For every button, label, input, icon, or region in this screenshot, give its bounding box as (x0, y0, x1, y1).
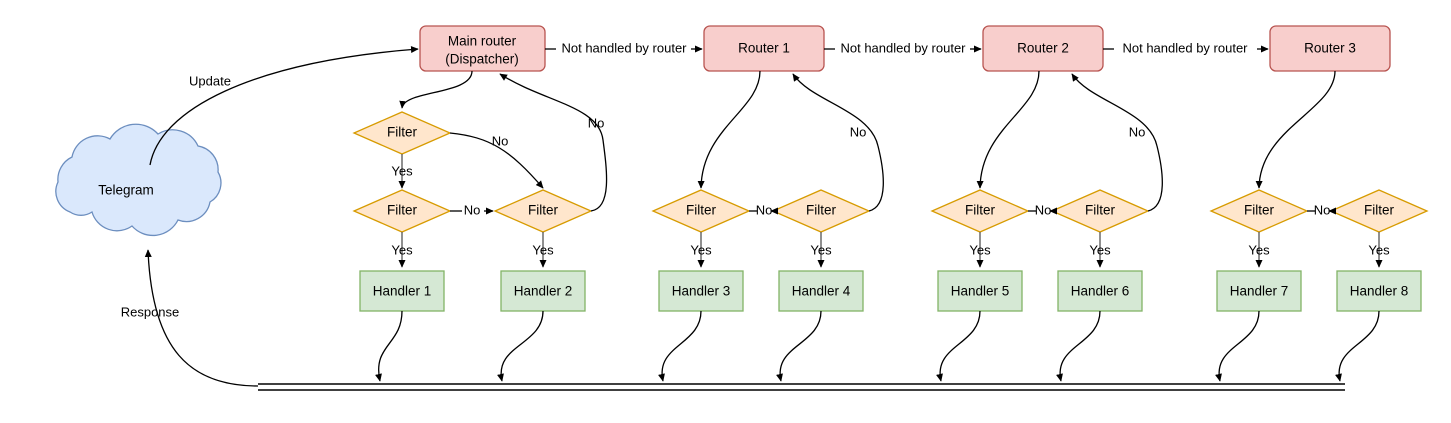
edge-label-no-d-top: No (492, 133, 509, 148)
handler-node-8[interactable]: Handler 8 (1336, 270, 1422, 312)
filter-node-r2-2[interactable]: Filter (1050, 189, 1150, 233)
edge-label-yes-h8: Yes (1368, 242, 1390, 257)
handler-node-5[interactable]: Handler 5 (937, 270, 1023, 312)
edge-update (149, 46, 419, 166)
handler-node-6[interactable]: Handler 6 (1057, 270, 1143, 312)
filter-label-r2-2: Filter (1085, 203, 1116, 218)
handler-label-7: Handler 7 (1230, 284, 1289, 299)
filter-label-d2: Filter (528, 203, 559, 218)
edge-label-yes-h7: Yes (1248, 242, 1270, 257)
edge-label-no-r2-back: No (1129, 124, 1146, 139)
filter-node-r1-1[interactable]: Filter (651, 189, 751, 233)
edge-label-not-handled-2: Not handled by router (840, 40, 966, 55)
edge-label-yes-h5: Yes (969, 242, 991, 257)
edge-label-update: Update (189, 73, 231, 88)
edge-handler6-to-bus (1056, 310, 1101, 382)
filter-node-r1-2[interactable]: Filter (771, 189, 871, 233)
router-box-3[interactable] (1269, 25, 1391, 72)
edge-router2-to-filter (976, 70, 1040, 189)
edge-r1-2-no-back (792, 73, 884, 212)
filter-node-d1[interactable]: Filter (352, 189, 452, 233)
handler-label-8: Handler 8 (1350, 284, 1409, 299)
router-label-3: Router 3 (1304, 41, 1356, 56)
edge-label-not-handled-1: Not handled by router (561, 40, 687, 55)
edge-label-yes-h4: Yes (810, 242, 832, 257)
edge-label-yes-h3: Yes (690, 242, 712, 257)
handler-box-6[interactable] (1057, 270, 1143, 312)
handler-label-5: Handler 5 (951, 284, 1010, 299)
handler-box-2[interactable] (500, 270, 586, 312)
handler-box-8[interactable] (1336, 270, 1422, 312)
handler-label-1: Handler 1 (373, 284, 432, 299)
router-node-1[interactable]: Router 1 (703, 25, 825, 72)
router-node-dispatcher[interactable]: Main router (Dispatcher) (419, 25, 546, 72)
edge-label-yes-top: Yes (391, 163, 413, 178)
edge-router1-to-filter (697, 70, 761, 189)
telegram-label: Telegram (98, 183, 154, 198)
handler-box-3[interactable] (658, 270, 744, 312)
filter-node-top[interactable]: Filter (352, 111, 452, 155)
edge-label-response: Response (121, 304, 180, 319)
edge-handler1-to-bus (375, 310, 403, 382)
edge-label-no-d-mid: No (464, 202, 481, 217)
handler-node-4[interactable]: Handler 4 (778, 270, 864, 312)
edge-d2-no-back-to-dispatcher (499, 73, 608, 212)
router-node-3[interactable]: Router 3 (1269, 25, 1391, 72)
filter-label-r3-2: Filter (1364, 203, 1395, 218)
handler-node-3[interactable]: Handler 3 (658, 270, 744, 312)
telegram-cloud-node: Telegram (55, 123, 222, 237)
router-label-dispatcher-line1: Main router (448, 34, 517, 49)
handler-node-1[interactable]: Handler 1 (359, 270, 445, 312)
edge-label-no-r2-mid: No (1035, 202, 1052, 217)
filter-node-r3-2[interactable]: Filter (1329, 189, 1429, 233)
edge-dispatcher-to-filter-top (399, 70, 473, 109)
router-label-dispatcher-line2: (Dispatcher) (445, 52, 519, 67)
filter-label-r1-2: Filter (806, 203, 837, 218)
edge-handler3-to-bus (658, 310, 702, 382)
edge-label-yes-h2: Yes (532, 242, 554, 257)
router-label-1: Router 1 (738, 41, 790, 56)
handler-label-4: Handler 4 (792, 284, 851, 299)
filter-label-r1-1: Filter (686, 203, 717, 218)
edge-handler4-to-bus (776, 310, 822, 382)
handler-node-7[interactable]: Handler 7 (1216, 270, 1302, 312)
edge-handler8-to-bus (1335, 310, 1380, 382)
filter-label-d1: Filter (387, 203, 418, 218)
edge-r2-2-no-back (1071, 73, 1163, 212)
edge-label-yes-h6: Yes (1089, 242, 1111, 257)
filter-label-top: Filter (387, 125, 418, 140)
router-node-2[interactable]: Router 2 (982, 25, 1104, 72)
edge-label-no-dispatch-back: No (588, 115, 605, 130)
edge-filter-top-no (449, 132, 544, 189)
router-label-2: Router 2 (1017, 41, 1069, 56)
handler-label-3: Handler 3 (672, 284, 731, 299)
filter-label-r3-1: Filter (1244, 203, 1275, 218)
handler-label-2: Handler 2 (514, 284, 573, 299)
edge-router3-to-filter (1255, 70, 1336, 189)
filter-node-r3-1[interactable]: Filter (1209, 189, 1309, 233)
edge-label-not-handled-3: Not handled by router (1122, 40, 1248, 55)
edge-label-no-r1-mid: No (756, 202, 773, 217)
edge-handler7-to-bus (1215, 310, 1260, 382)
handler-node-2[interactable]: Handler 2 (500, 270, 586, 312)
edge-label-yes-h1: Yes (391, 242, 413, 257)
edge-label-no-r3-mid: No (1314, 202, 1331, 217)
filter-label-r2-1: Filter (965, 203, 996, 218)
handler-label-6: Handler 6 (1071, 284, 1130, 299)
filter-node-d2[interactable]: Filter (493, 189, 593, 233)
filter-node-r2-1[interactable]: Filter (930, 189, 1030, 233)
handler-box-1[interactable] (359, 270, 445, 312)
edge-label-no-r1-back: No (850, 124, 867, 139)
cloud-shape (55, 123, 222, 237)
edge-handler5-to-bus (936, 310, 981, 382)
edge-response (144, 249, 259, 387)
edge-handler2-to-bus (497, 310, 544, 382)
